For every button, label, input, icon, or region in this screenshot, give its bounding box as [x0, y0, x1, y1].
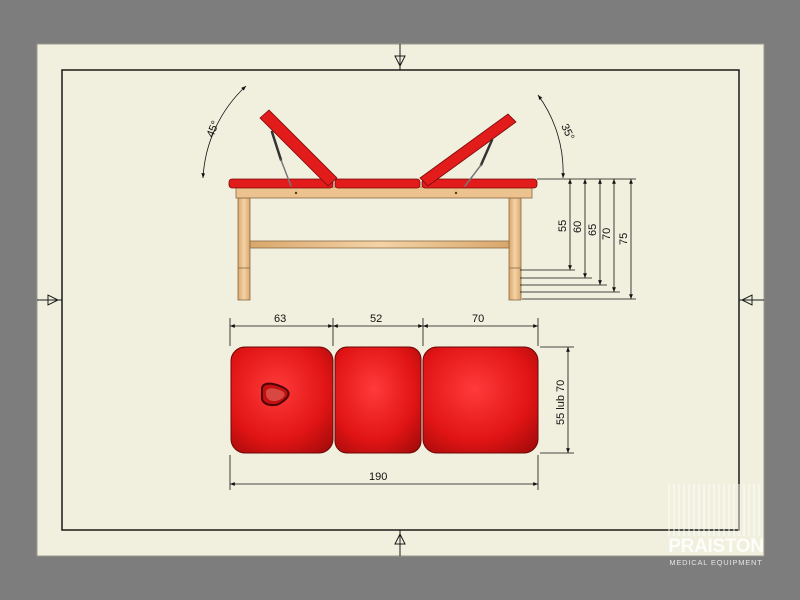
height-dimensions	[520, 178, 636, 300]
height-label-75: 75	[618, 233, 630, 245]
logo-subtitle: MEDICAL EQUIPMENT	[669, 558, 763, 567]
praiston-logo: PRAISTON MEDICAL EQUIPMENT	[664, 484, 768, 580]
foot-pad	[422, 346, 539, 454]
width-label: 55 lub 70	[555, 380, 567, 425]
right-section-raised	[419, 113, 517, 187]
right-cushion-side	[421, 178, 538, 189]
leg-right	[508, 197, 522, 301]
leg-left	[237, 197, 251, 301]
top-view: 63 52 70 190 55 lub 70	[229, 313, 574, 490]
middle-pad	[334, 346, 422, 454]
left-backrest-raised	[259, 109, 338, 187]
total-length-label: 190	[369, 471, 387, 483]
segment-label-52: 52	[370, 313, 382, 325]
height-label-70: 70	[601, 228, 613, 240]
logo-bars-graphic	[668, 484, 762, 536]
left-cushion-side	[228, 178, 334, 189]
face-hole	[261, 382, 290, 407]
middle-cushion-side	[334, 178, 421, 189]
frame-rail	[235, 186, 533, 199]
angle-label-left: 45°	[205, 119, 222, 139]
height-label-65: 65	[587, 224, 599, 236]
segment-label-70: 70	[472, 313, 484, 325]
height-label-55: 55	[557, 220, 569, 232]
drawing-sheet	[36, 43, 765, 557]
stretcher-bar	[249, 240, 510, 249]
centering-marks	[37, 44, 764, 556]
angle-arc-right	[537, 94, 566, 179]
right-gas-strut	[464, 138, 494, 187]
height-label-60: 60	[572, 221, 584, 233]
left-gas-strut	[270, 130, 292, 187]
logo-brand-name: PRAISTON	[668, 536, 764, 557]
side-view: 45° 35° 55 60 65 70 75	[201, 85, 636, 301]
angle-arc-left	[201, 85, 247, 179]
segment-label-63: 63	[274, 313, 286, 325]
